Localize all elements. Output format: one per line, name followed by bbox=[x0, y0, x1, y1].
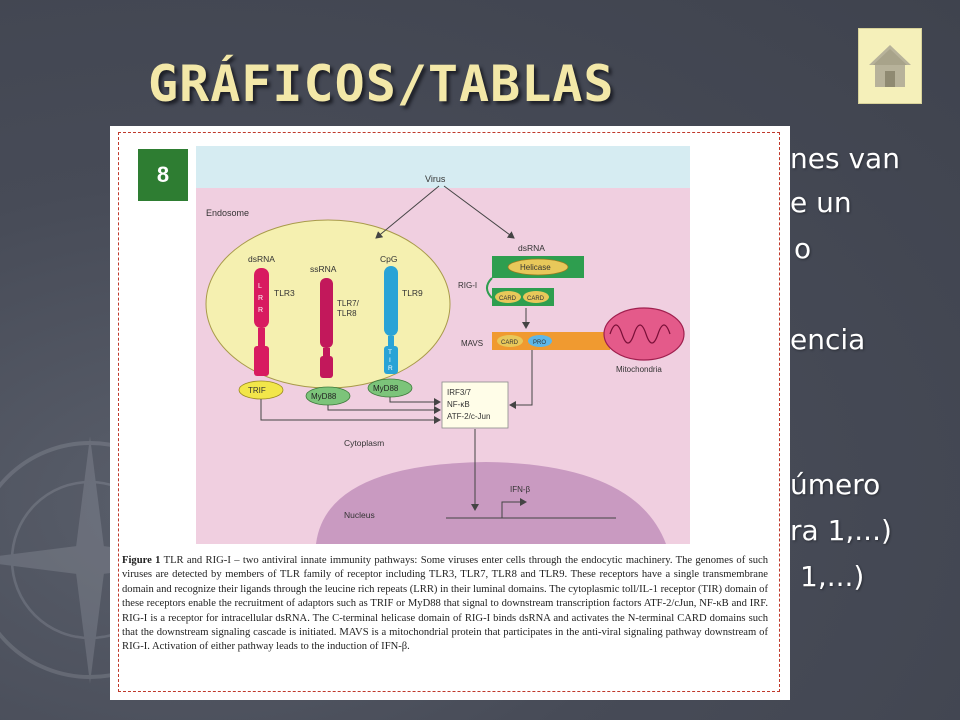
label-card: CARD bbox=[527, 296, 545, 302]
tlr9-lrr-domain bbox=[384, 266, 398, 336]
tlr3-tir-domain bbox=[254, 346, 269, 376]
lrr-letter: L bbox=[258, 283, 262, 290]
home-button[interactable] bbox=[858, 28, 922, 104]
figure-caption: Figure 1 TLR and RIG-I – two antiviral i… bbox=[122, 554, 768, 655]
label-tlr3: TLR3 bbox=[274, 288, 295, 298]
tir-letter: T bbox=[388, 349, 392, 356]
label-dsrna-endosome: dsRNA bbox=[248, 254, 275, 264]
bullet-fragment: o bbox=[794, 232, 812, 265]
label-atf: ATF-2/c-Jun bbox=[447, 412, 490, 421]
slide-title: GRÁFICOS/TABLAS bbox=[148, 55, 615, 113]
card-domain bbox=[495, 291, 521, 303]
caption-label: Figure 1 bbox=[122, 555, 161, 566]
bullet-fragment: encia bbox=[790, 323, 866, 356]
tir-letter: I bbox=[389, 357, 391, 364]
label-endosome: Endosome bbox=[206, 208, 249, 218]
label-nucleus: Nucleus bbox=[344, 510, 375, 520]
home-icon bbox=[869, 45, 911, 87]
label-ifn: IFN-β bbox=[510, 485, 531, 494]
label-dsrna-cyto: dsRNA bbox=[518, 243, 545, 253]
label-tlr78-line2: TLR8 bbox=[337, 309, 357, 318]
label-trif: TRIF bbox=[248, 386, 266, 395]
mitochondria-shape bbox=[603, 307, 685, 361]
label-pro: PRO bbox=[533, 340, 546, 346]
figure-card: 8 Virus Endosome dsRNA L R R TLR3 ssRNA bbox=[110, 126, 790, 700]
label-card: CARD bbox=[499, 296, 517, 302]
tir-letter: R bbox=[388, 365, 393, 372]
label-cpg: CpG bbox=[380, 254, 397, 264]
card-domain bbox=[523, 291, 549, 303]
tlr9-tir-domain bbox=[384, 346, 398, 374]
label-rig-i: RIG-I bbox=[458, 281, 477, 290]
transcription-factor-box bbox=[441, 381, 509, 429]
label-irf: IRF3/7 bbox=[447, 388, 472, 397]
bullet-fragment: nes van bbox=[790, 142, 900, 175]
mavs-card-domain bbox=[497, 335, 523, 347]
label-helicase: Helicase bbox=[520, 263, 551, 272]
label-mitochondria: Mitochondria bbox=[616, 365, 662, 374]
tlr78-tir-domain bbox=[320, 356, 333, 378]
figure-dashed-border bbox=[118, 132, 780, 692]
label-nfkb: NF-κB bbox=[447, 400, 470, 409]
label-mavs: MAVS bbox=[461, 339, 483, 348]
caption-text: TLR and RIG-I – two antiviral innate imm… bbox=[122, 555, 768, 653]
tlr78-lrr-domain bbox=[320, 278, 333, 348]
label-virus: Virus bbox=[425, 174, 446, 184]
label-myd88-a: MyD88 bbox=[311, 392, 337, 401]
bullet-fragment: ra 1,...) bbox=[790, 514, 892, 547]
label-ssrna: ssRNA bbox=[310, 264, 337, 274]
pro-domain bbox=[528, 335, 552, 347]
label-tlr9: TLR9 bbox=[402, 288, 423, 298]
label-cytoplasm: Cytoplasm bbox=[344, 438, 384, 448]
tlr3-lrr-domain bbox=[254, 268, 269, 328]
extracellular-region bbox=[196, 146, 690, 188]
figure-number-badge: 8 bbox=[138, 149, 188, 201]
helicase-domain bbox=[507, 258, 569, 276]
bullet-fragment: úmero bbox=[790, 468, 881, 501]
lrr-letter: R bbox=[258, 295, 263, 302]
bullet-fragment: 1,...) bbox=[800, 560, 865, 593]
bullet-fragment: e un bbox=[790, 186, 852, 219]
immunity-pathway-diagram: Virus Endosome dsRNA L R R TLR3 ssRNA TL… bbox=[196, 146, 690, 544]
nucleus-shape bbox=[316, 462, 666, 544]
label-myd88-b: MyD88 bbox=[373, 384, 399, 393]
label-tlr78-line1: TLR7/ bbox=[337, 299, 360, 308]
label-card: CARD bbox=[501, 340, 519, 346]
lrr-letter: R bbox=[258, 307, 263, 314]
